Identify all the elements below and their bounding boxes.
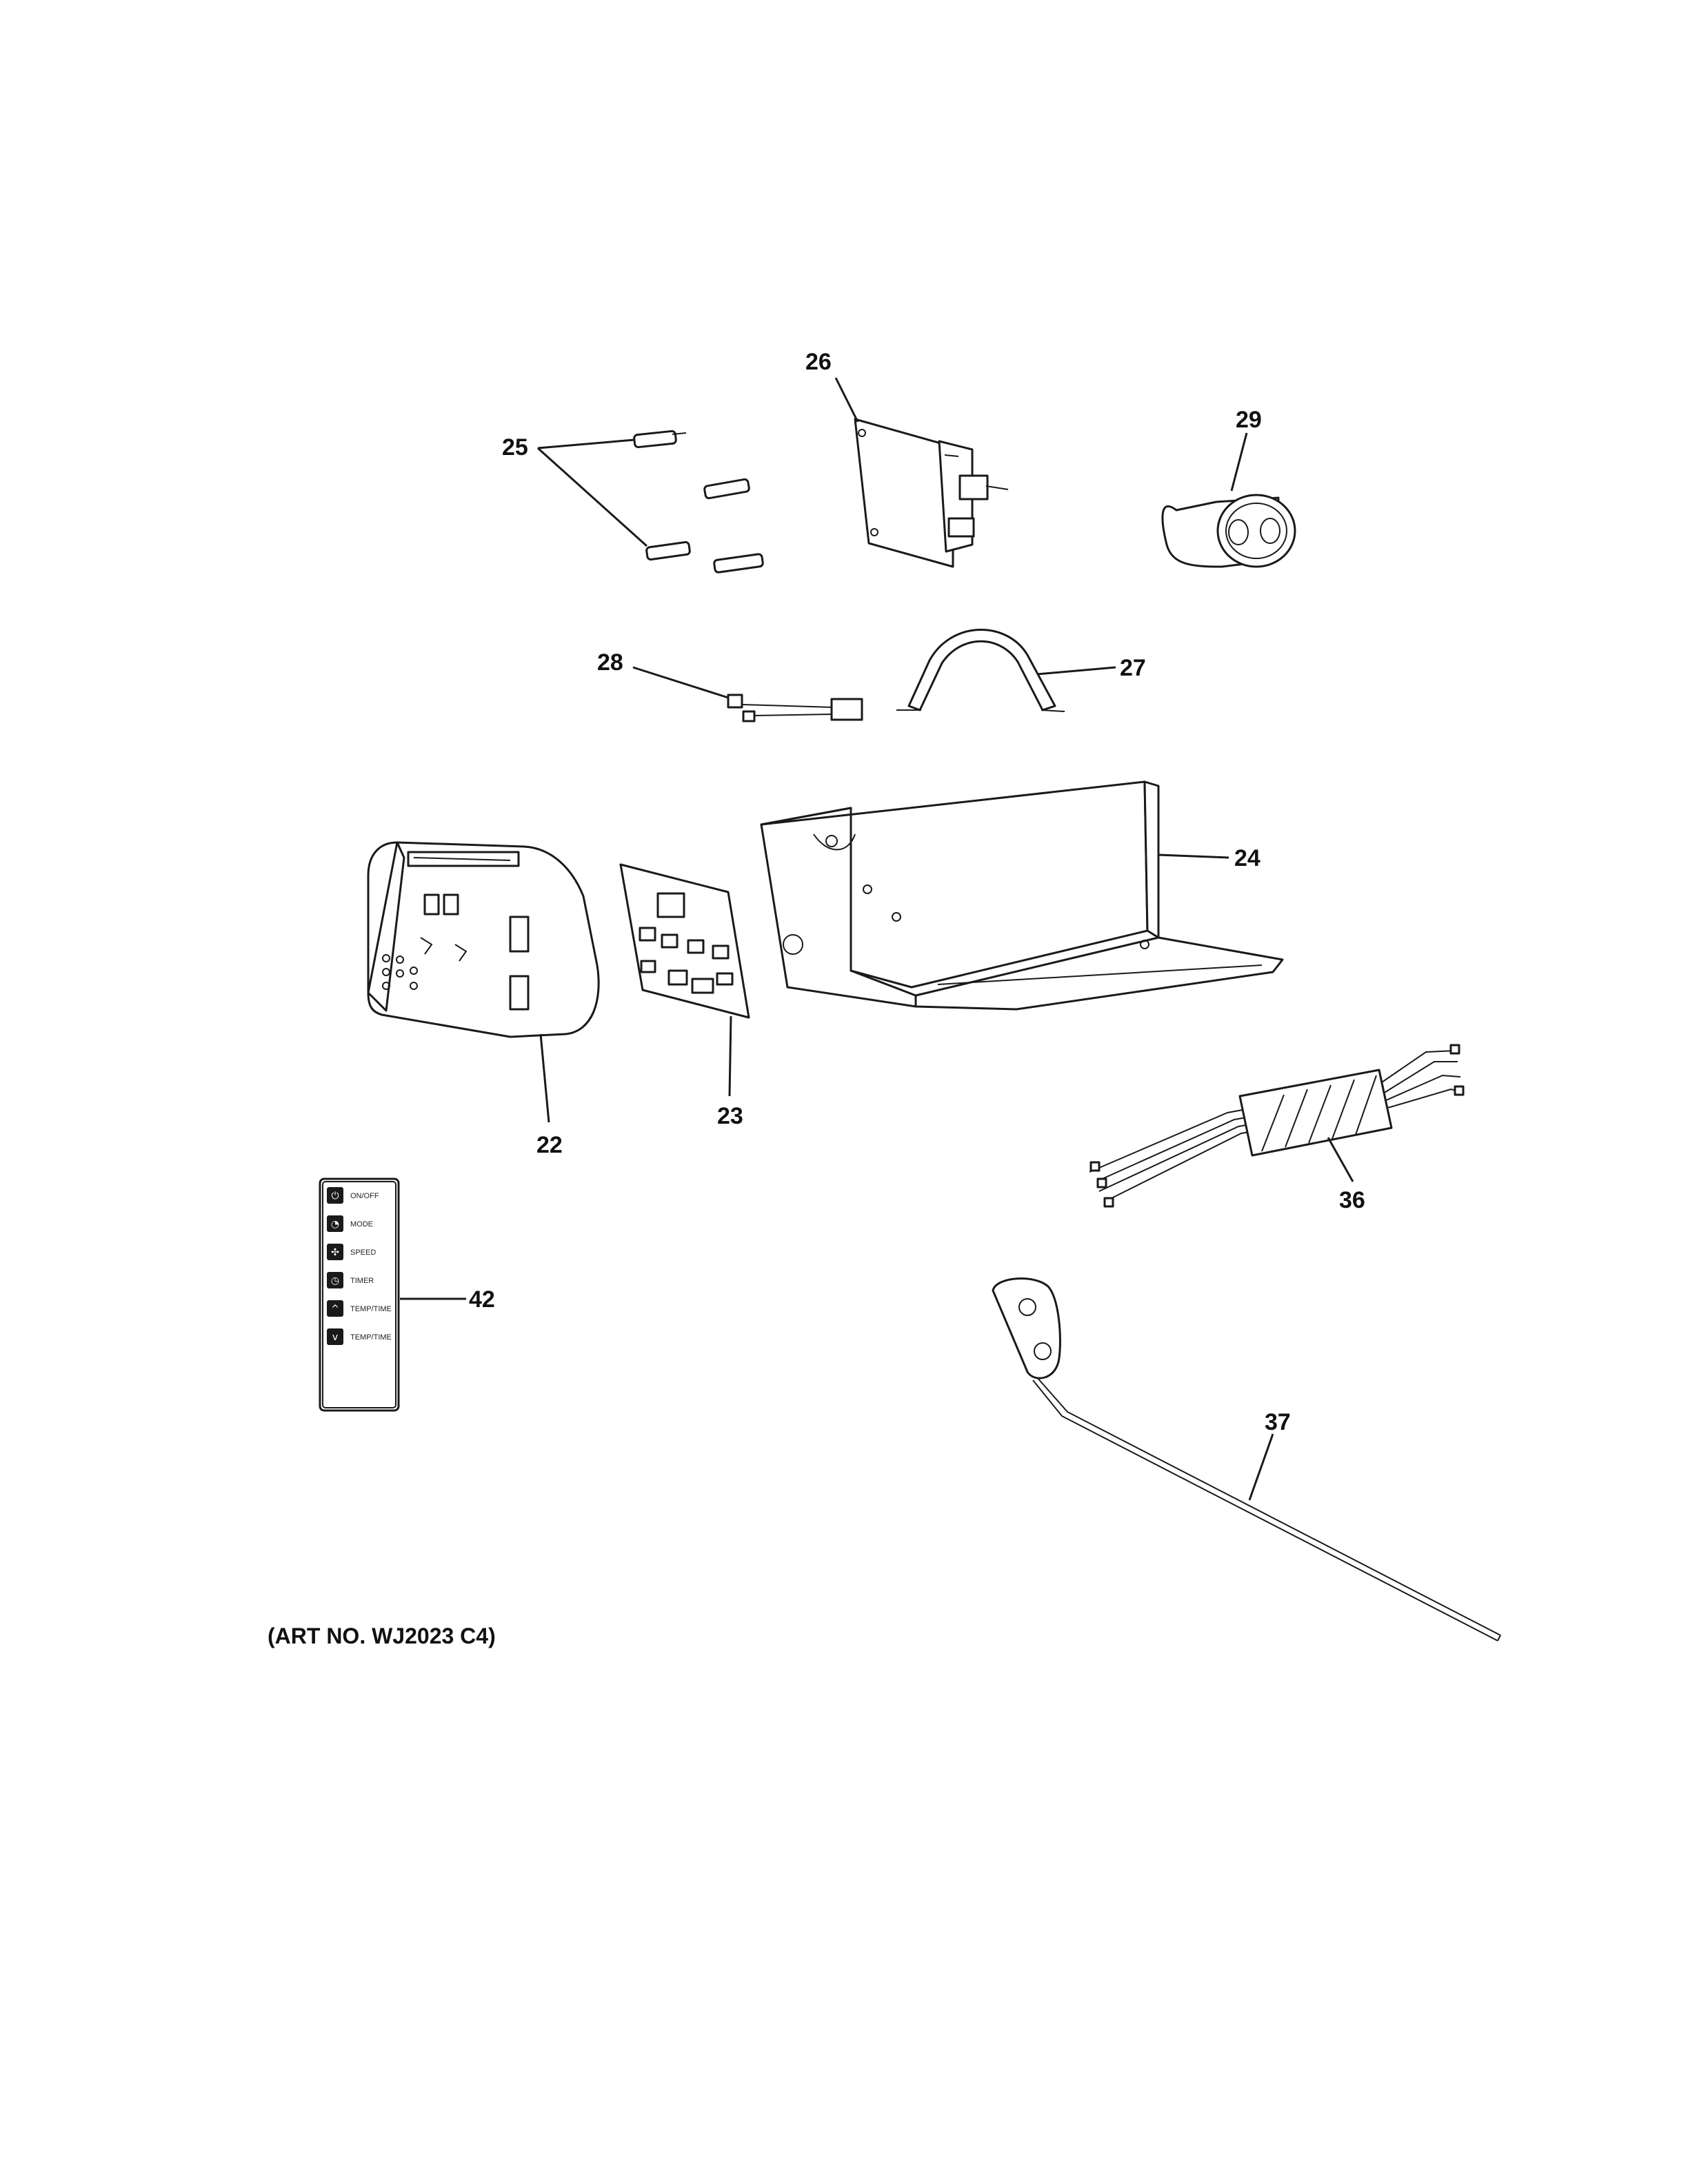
remote-control-42 [319, 1177, 400, 1412]
remote-button-label: ON/OFF [350, 1192, 379, 1200]
remote-button-3 [327, 1244, 343, 1260]
timer-icon: ◷ [331, 1275, 339, 1286]
remote-button-label: TIMER [350, 1277, 374, 1285]
chevron-up-icon: ^ [331, 1304, 339, 1315]
leader-23 [728, 1015, 732, 1097]
callout-22: 22 [536, 1132, 563, 1158]
callout-37: 37 [1265, 1409, 1291, 1435]
fuses-25 [633, 429, 764, 574]
thermistor-37 [992, 1277, 1501, 1641]
callout-28: 28 [597, 649, 623, 676]
fuse-d [713, 553, 764, 574]
callout-27: 27 [1120, 655, 1146, 681]
art-number-caption: (ART NO. WJ2023 C4) [268, 1624, 496, 1648]
control-board-26 [854, 418, 1009, 568]
callout-36: 36 [1339, 1187, 1365, 1213]
fuse-a [633, 429, 687, 449]
callout-26: 26 [805, 349, 832, 375]
fuse-c [645, 540, 691, 561]
power-icon: ⏻ [331, 1191, 339, 1202]
leader-37 [1248, 1433, 1274, 1501]
callout-29: 29 [1236, 407, 1262, 433]
capacitor-29 [1161, 494, 1296, 568]
callout-42: 42 [469, 1286, 495, 1313]
remote-button-label: SPEED [350, 1248, 376, 1257]
control-housing-22 [367, 841, 600, 1038]
fan-icon: ✣ [331, 1247, 339, 1258]
callout-23: 23 [717, 1103, 743, 1129]
fuse-b [703, 478, 750, 500]
remote-button-6 [327, 1328, 343, 1345]
remote-button-label: TEMP/TIME [350, 1305, 392, 1313]
remote-button-2 [327, 1215, 343, 1232]
remote-button-1 [327, 1187, 343, 1204]
leader-22 [539, 1033, 550, 1123]
capacitor-strap-27 [896, 628, 1065, 712]
leader-36 [1327, 1137, 1354, 1182]
pc-board-23 [619, 863, 750, 1019]
remote-button-label: TEMP/TIME [350, 1333, 392, 1342]
wire-jumper-28 [727, 694, 863, 722]
leader-29 [1230, 432, 1248, 492]
leader-25 [536, 438, 648, 547]
remote-button-4 [327, 1272, 343, 1288]
leader-28 [632, 666, 729, 699]
control-box-24 [760, 780, 1284, 1011]
leader-26 [834, 377, 859, 423]
leader-27 [1036, 666, 1116, 676]
wire-harness-36 [1089, 1044, 1465, 1208]
chevron-down-icon: v [332, 1332, 338, 1343]
mode-icon: ◔ [331, 1219, 339, 1230]
remote-buttons: ⏻ ON/OFF ◔ MODE ✣ SPEED ◷ TIMER ^ TEMP/TIME v TEMP/… [327, 1187, 392, 1345]
remote-button-5 [327, 1300, 343, 1317]
callout-24: 24 [1234, 845, 1260, 871]
leader-24 [1158, 853, 1229, 859]
callout-25: 25 [502, 434, 528, 461]
remote-button-label: MODE [350, 1220, 373, 1228]
